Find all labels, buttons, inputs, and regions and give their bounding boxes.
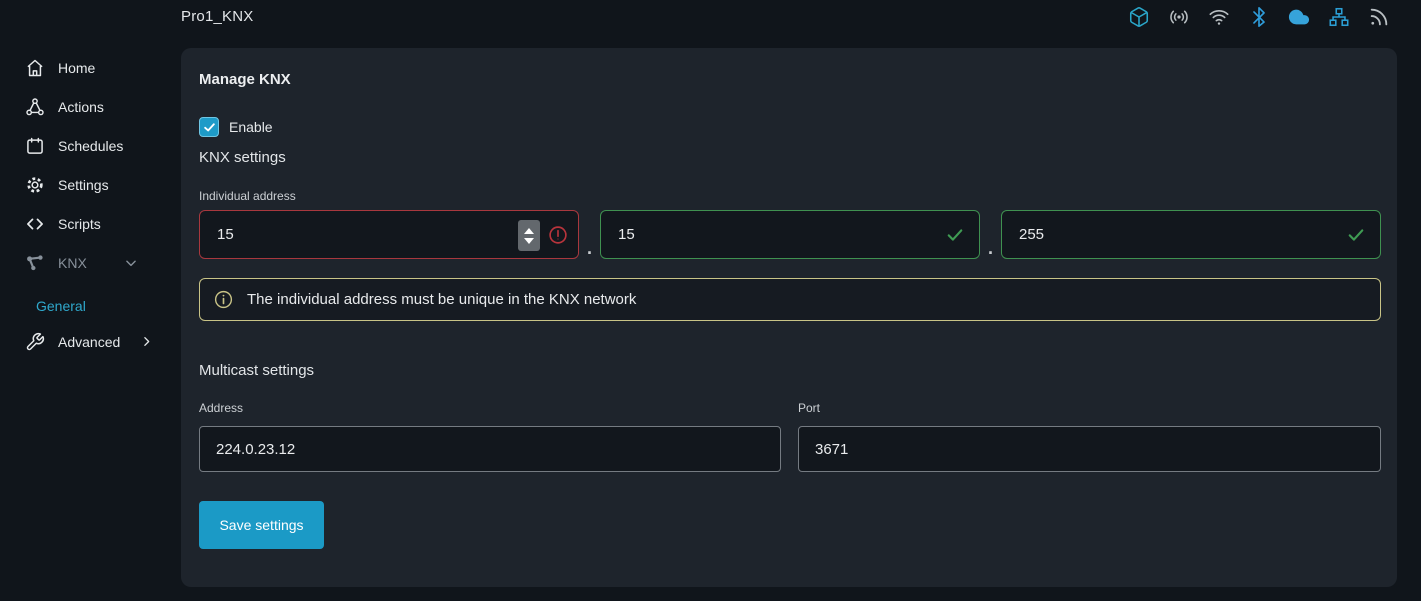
multicast-settings-row: Address Port [199,401,1381,472]
sidebar-item-scripts[interactable]: Scripts [0,204,181,243]
individual-address-input-3[interactable] [1002,211,1380,258]
info-banner: The individual address must be unique in… [199,278,1381,321]
sidebar-item-settings[interactable]: Settings [0,165,181,204]
number-stepper[interactable] [518,220,540,251]
sidebar-item-home[interactable]: Home [0,48,181,87]
cloud-icon [1288,6,1310,28]
topbar: Pro1_KNX [0,0,1421,48]
multicast-address-label: Address [199,401,244,415]
info-message: The individual address must be unique in… [247,291,637,308]
bluetooth-icon [1248,6,1270,28]
valid-check-icon [1346,225,1366,245]
sidebar-item-label: Schedules [58,137,124,154]
chevron-right-icon [140,335,153,348]
actions-icon [25,97,45,117]
address-separator: . [987,238,993,258]
multicast-port-input[interactable] [798,426,1381,472]
stepper-up-icon[interactable] [524,227,534,234]
broadcast-icon [1168,6,1190,28]
sidebar-item-knx[interactable]: KNX [0,243,181,282]
wifi-icon [1208,6,1230,28]
wrench-icon [25,332,45,352]
knx-network-icon [25,253,45,273]
multicast-settings-heading: Multicast settings [199,362,315,379]
individual-address-field-2 [600,210,980,259]
enable-row: Enable [199,117,273,137]
multicast-address-input[interactable] [199,426,781,472]
individual-address-field-3 [1001,210,1381,259]
sidebar-item-label: Home [58,59,96,76]
sidebar-item-actions[interactable]: Actions [0,87,181,126]
individual-address-label: Individual address [199,189,296,203]
multicast-address-group: Address [199,401,781,472]
home-icon [25,58,45,78]
individual-address-input-2[interactable] [601,211,979,258]
sidebar-item-label: Actions [58,98,104,115]
info-icon [213,289,234,310]
rss-icon [1368,6,1390,28]
sidebar-item-label: KNX [58,254,87,271]
enable-checkbox[interactable] [199,117,219,137]
enable-label[interactable]: Enable [229,119,273,135]
content-panel: Manage KNX Enable KNX settings Individua… [181,48,1397,587]
chevron-down-icon [124,256,138,270]
sidebar-item-label: Settings [58,176,109,193]
stepper-down-icon[interactable] [524,237,534,244]
sidebar-item-label: Scripts [58,215,101,232]
sidebar-item-schedules[interactable]: Schedules [0,126,181,165]
address-separator: . [586,238,592,258]
error-icon [547,224,569,246]
knx-settings-heading: KNX settings [199,149,286,166]
calendar-icon [25,136,45,156]
valid-check-icon [945,225,965,245]
gear-icon [25,175,45,195]
multicast-port-group: Port [798,401,1381,472]
check-icon [203,122,215,131]
page-title: Pro1_KNX [181,8,254,25]
sidebar-item-label: General [36,298,86,314]
code-icon [25,214,45,234]
topbar-status-icons [1128,6,1390,28]
save-settings-button[interactable]: Save settings [199,501,324,549]
individual-address-row: . . [199,210,1381,259]
sidebar-item-advanced[interactable]: Advanced [0,322,181,361]
page-heading: Manage KNX [199,71,291,88]
sidebar-item-general[interactable]: General [0,296,181,316]
sidebar: Home Actions Schedules Settings Scripts … [0,48,181,601]
sidebar-item-label: Advanced [58,333,121,350]
package-icon [1128,6,1150,28]
multicast-port-label: Port [798,401,821,415]
individual-address-input-1[interactable] [200,211,578,258]
lan-icon [1328,6,1350,28]
individual-address-field-1 [199,210,579,259]
